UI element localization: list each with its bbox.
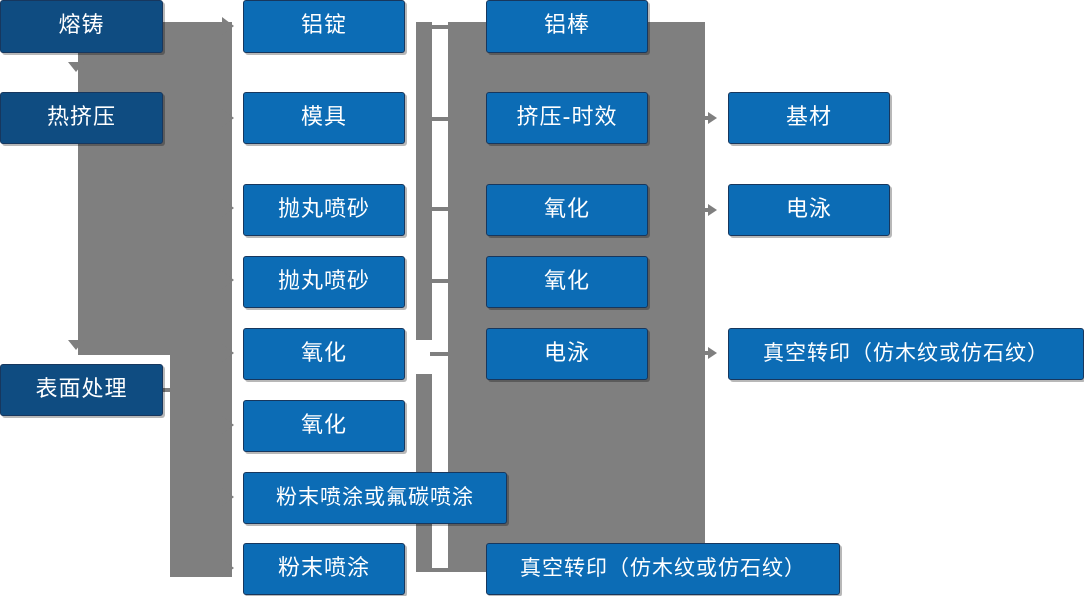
proc-mould-label: 模具 (300, 104, 347, 130)
mid-link-row-6 (430, 568, 450, 572)
arrow-to-substrate (708, 112, 717, 124)
left-band-notch-top (68, 62, 84, 72)
proc-extrude-aging-label: 挤压-时效 (516, 104, 618, 130)
mid-thin-bar-upper (416, 22, 432, 340)
proc-aluminium-bar[interactable]: 铝棒 (486, 0, 648, 53)
proc-vacuum-transfer-1[interactable]: 真空转印（仿木纹或仿石纹） (486, 543, 840, 595)
mid-link-row-2 (430, 117, 450, 121)
proc-oxidation-2-label: 氧化 (300, 412, 347, 438)
arrow-to-powder-or-pvdf (222, 488, 234, 506)
proc-oxidation-3[interactable]: 氧化 (486, 184, 648, 236)
stage-hot-extrusion-label: 热挤压 (46, 104, 116, 130)
proc-electrophoresis-1[interactable]: 电泳 (486, 328, 648, 380)
proc-powder-coating-label: 粉末喷涂 (277, 555, 370, 581)
stage-surface-treat-label: 表面处理 (35, 376, 128, 402)
mid-link-row-1 (430, 25, 450, 29)
arrow-to-vacuum-transfer (708, 347, 717, 359)
proc-oxidation-4-label: 氧化 (543, 268, 590, 294)
left-band-wide (78, 22, 232, 355)
proc-powder-or-pvdf[interactable]: 粉末喷涂或氟碳喷涂 (243, 472, 507, 524)
stage-melt-cast-label: 熔铸 (58, 13, 105, 39)
proc-oxidation-1-label: 氧化 (300, 340, 347, 366)
mid-link-row-4 (430, 279, 450, 283)
out-electrophoresis-label: 电泳 (785, 196, 832, 222)
proc-shot-blast-1-label: 抛丸喷砂 (277, 196, 370, 222)
mid-link-row-3 (430, 207, 450, 211)
out-electrophoresis[interactable]: 电泳 (728, 184, 890, 236)
proc-shot-blast-2[interactable]: 抛丸喷砂 (243, 256, 405, 308)
proc-powder-or-pvdf-label: 粉末喷涂或氟碳喷涂 (276, 485, 474, 510)
proc-oxidation-4[interactable]: 氧化 (486, 256, 648, 308)
left-band-narrow (170, 355, 232, 577)
proc-vacuum-transfer-1-label: 真空转印（仿木纹或仿石纹） (520, 556, 806, 581)
proc-extrude-aging[interactable]: 挤压-时效 (486, 92, 648, 144)
arrow-to-oxidation-1 (222, 344, 234, 362)
stage-melt-cast[interactable]: 熔铸 (0, 0, 163, 53)
arrow-stem-electrophoresis (700, 208, 710, 212)
proc-electrophoresis-1-label: 电泳 (543, 340, 590, 366)
proc-powder-coating[interactable]: 粉末喷涂 (243, 543, 405, 595)
proc-aluminium-ingot-label: 铝锭 (300, 13, 347, 39)
arrow-to-mould (222, 109, 234, 127)
proc-shot-blast-1[interactable]: 抛丸喷砂 (243, 184, 405, 236)
arrow-stem-substrate (700, 116, 710, 120)
proc-mould[interactable]: 模具 (243, 92, 405, 144)
stage-surface-treat[interactable]: 表面处理 (0, 364, 163, 416)
arrow-stem-vacuum-transfer (700, 351, 710, 355)
stage-hot-extrusion[interactable]: 热挤压 (0, 92, 163, 144)
arrow-to-aluminium-ingot (222, 17, 234, 35)
proc-oxidation-1[interactable]: 氧化 (243, 328, 405, 380)
proc-oxidation-2[interactable]: 氧化 (243, 400, 405, 452)
proc-aluminium-ingot[interactable]: 铝锭 (243, 0, 405, 53)
proc-oxidation-3-label: 氧化 (543, 196, 590, 222)
arrow-to-shot-blast-2 (222, 271, 234, 289)
surface-treat-stub (163, 388, 181, 392)
out-substrate[interactable]: 基材 (728, 92, 890, 144)
left-band-notch-bottom (68, 340, 84, 350)
proc-aluminium-bar-label: 铝棒 (543, 13, 590, 39)
arrow-to-shot-blast-1 (222, 199, 234, 217)
proc-shot-blast-2-label: 抛丸喷砂 (277, 268, 370, 294)
arrow-to-oxidation-2 (222, 416, 234, 434)
arrow-to-electrophoresis (708, 204, 717, 216)
out-vacuum-transfer[interactable]: 真空转印（仿木纹或仿石纹） (728, 328, 1084, 380)
out-substrate-label: 基材 (785, 104, 832, 130)
arrow-to-powder-coating (222, 559, 234, 577)
out-vacuum-transfer-label: 真空转印（仿木纹或仿石纹） (763, 341, 1049, 366)
mid-link-row-5 (430, 352, 450, 356)
